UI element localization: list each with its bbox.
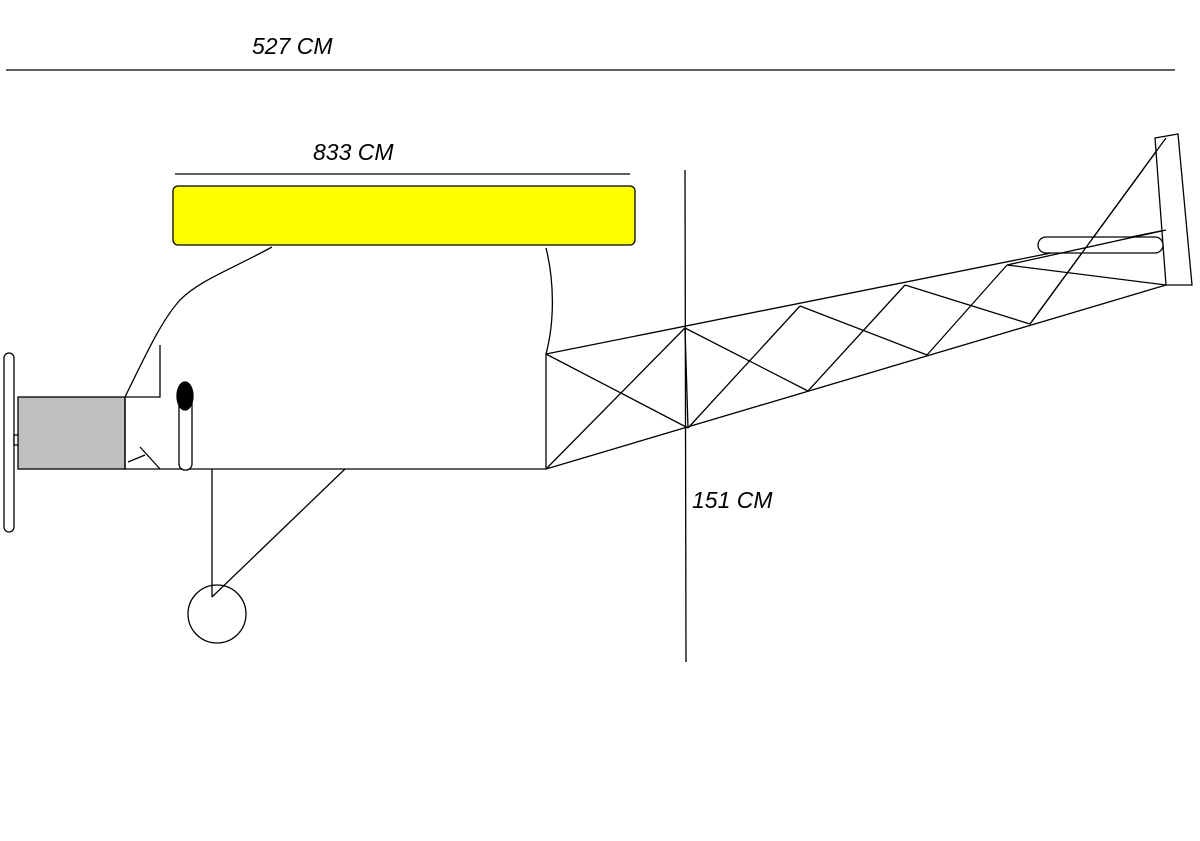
- truss-diagonal-3: [687, 305, 801, 429]
- truss-diagonal-6: [799, 305, 928, 356]
- cowling-strut: [139, 446, 161, 470]
- propeller: [3, 352, 15, 533]
- landing-wheel: [187, 584, 247, 644]
- truss-diagonal-2: [545, 327, 686, 470]
- height-dimension-line: [684, 169, 687, 663]
- height-label: 151 CM: [692, 487, 773, 513]
- truss-bottom-longeron: [545, 284, 1167, 470]
- truss-diagonal-8: [904, 284, 1031, 325]
- cowling-strut-2: [127, 454, 146, 463]
- engine-cowling: [17, 396, 126, 470]
- truss-top-longeron-overlay: [1006, 229, 1167, 266]
- vertical-tail-fin: [1154, 133, 1193, 286]
- pilot-head: [176, 381, 194, 411]
- landing-gear-strut-diagonal: [211, 468, 346, 598]
- upper-wing: [172, 185, 636, 246]
- truss-diagonal-5: [807, 284, 906, 392]
- truss-vertical-1: [684, 327, 689, 429]
- total-length-label: 527 CM: [252, 33, 333, 59]
- truss-diagonal-4: [684, 327, 809, 392]
- truss-diagonal-7: [926, 264, 1008, 356]
- fuselage-outline: [124, 246, 554, 470]
- truss-diagonal-1: [545, 353, 689, 429]
- truss-diagonal-10: [1006, 264, 1167, 286]
- wing-span-label: 833 CM: [313, 139, 394, 165]
- truss-diagonal-11: [1029, 137, 1167, 325]
